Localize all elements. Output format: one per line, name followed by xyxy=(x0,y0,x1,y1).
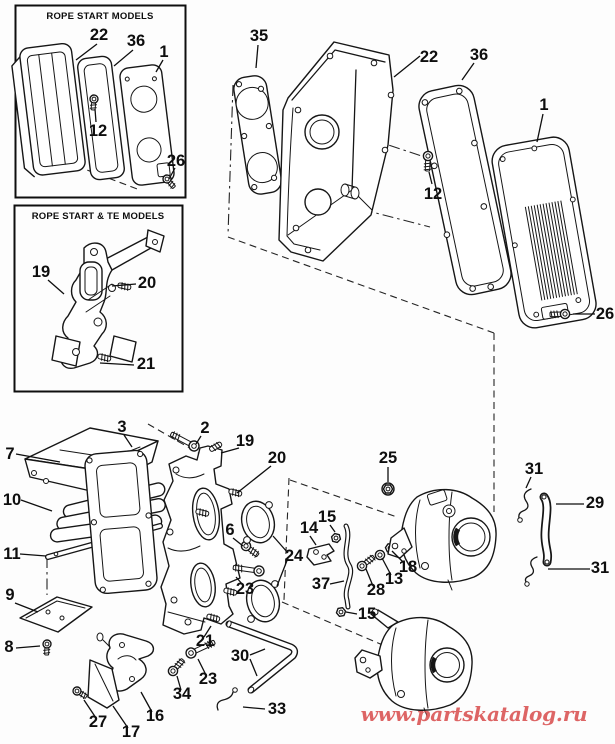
callout-21-main: 21 xyxy=(196,632,214,650)
callout-15-lower: 15 xyxy=(358,605,376,623)
part-gasket-24-lower xyxy=(245,579,281,623)
callout-20-inset: 20 xyxy=(138,274,156,292)
part-clip-31-lower xyxy=(524,556,538,587)
leader-lines xyxy=(14,43,595,729)
bolt-2 xyxy=(167,428,202,454)
callout-8: 8 xyxy=(4,638,13,656)
nut-15-lower xyxy=(335,606,347,618)
stud-20-inset xyxy=(116,281,132,292)
part-gasket-plate-3 xyxy=(84,449,158,595)
part-gasket-36 xyxy=(418,84,512,296)
callout-36-inset: 36 xyxy=(127,32,145,50)
callout-31-upper: 31 xyxy=(525,460,543,478)
callout-12-main: 12 xyxy=(424,185,442,203)
part-clamp-16 xyxy=(96,632,155,692)
callout-19-inset: 19 xyxy=(32,263,50,281)
part-nut-25 xyxy=(381,482,395,496)
callout-30: 30 xyxy=(231,647,249,665)
callout-33: 33 xyxy=(268,700,286,718)
callout-1-inset: 1 xyxy=(159,43,168,61)
callout-23-lower: 23 xyxy=(199,670,217,688)
callout-12-inset: 12 xyxy=(89,122,107,140)
screw-8 xyxy=(41,639,52,656)
callout-15-upper: 15 xyxy=(318,508,336,526)
inset2-title: ROPE START & TE MODELS xyxy=(32,211,164,222)
callout-14: 14 xyxy=(300,519,319,537)
callout-19-main: 19 xyxy=(236,432,254,450)
nut-15-upper xyxy=(329,532,343,544)
callout-22-inset: 22 xyxy=(90,26,108,44)
part-washer-13 xyxy=(374,549,386,561)
callout-11: 11 xyxy=(3,545,20,563)
part-link-29 xyxy=(539,492,553,567)
part-carburetor-upper xyxy=(387,488,497,591)
callout-17: 17 xyxy=(122,723,140,741)
part-clip-31-upper xyxy=(517,488,532,523)
callout-7: 7 xyxy=(5,445,14,463)
callout-31-lower: 31 xyxy=(591,559,609,577)
part-clip-33 xyxy=(216,687,238,711)
part-tube-30 xyxy=(225,620,299,694)
part-cover-1 xyxy=(491,136,597,329)
part-bracket-14 xyxy=(306,543,335,566)
callout-26-inset: 26 xyxy=(167,152,185,170)
callout-labels: 22 36 1 12 26 19 20 21 35 22 36 1 12 26 … xyxy=(3,26,614,741)
inset1-border xyxy=(14,4,187,199)
callout-27: 27 xyxy=(89,713,107,731)
callout-22-main: 22 xyxy=(420,48,438,66)
part-air-box-base xyxy=(11,42,86,178)
part-gasket-inset xyxy=(77,55,125,181)
part-carburetor-lower xyxy=(354,608,473,717)
callout-9: 9 xyxy=(5,586,14,604)
callout-26-main: 26 xyxy=(596,305,614,323)
watermark: www.partskatalog.ru xyxy=(361,702,588,726)
part-plate-9 xyxy=(19,596,93,633)
callout-6: 6 xyxy=(225,521,234,539)
callout-20-main: 20 xyxy=(268,449,286,467)
callout-23-upper: 23 xyxy=(236,580,254,598)
part-bracket-inset xyxy=(51,229,165,369)
inset-rope-start-te-models xyxy=(13,204,184,393)
callout-29: 29 xyxy=(586,494,604,512)
cover-grille xyxy=(524,200,578,301)
inset1-title: ROPE START MODELS xyxy=(46,11,153,22)
callout-3: 3 xyxy=(117,418,126,436)
bolt-34 xyxy=(165,656,188,679)
inset2-border xyxy=(13,204,184,393)
part-manifold-22 xyxy=(278,41,395,262)
stud-21-inset xyxy=(96,352,112,363)
part-cover-inset xyxy=(119,64,175,186)
part-gasket-35 xyxy=(233,75,283,195)
callout-10: 10 xyxy=(3,491,21,509)
callout-16: 16 xyxy=(146,707,164,725)
callout-25: 25 xyxy=(379,449,397,467)
screw-26-inset xyxy=(160,172,178,191)
bolt-27 xyxy=(70,684,90,701)
part-link-rod-37 xyxy=(343,523,354,610)
part-plate-17 xyxy=(87,659,120,709)
callout-21-inset: 21 xyxy=(137,355,155,373)
part-gasket-24-upper xyxy=(240,500,276,544)
callout-36-main: 36 xyxy=(470,46,488,64)
callout-13: 13 xyxy=(385,570,403,588)
callout-28: 28 xyxy=(367,581,385,599)
inset-rope-start-models xyxy=(11,4,187,199)
callout-34: 34 xyxy=(173,685,192,703)
callout-37: 37 xyxy=(312,575,330,593)
callout-35: 35 xyxy=(250,27,268,45)
callout-2: 2 xyxy=(200,419,209,437)
callout-24: 24 xyxy=(285,547,304,565)
callout-18: 18 xyxy=(399,558,417,576)
part-intake-casting xyxy=(160,440,243,635)
callout-1-main: 1 xyxy=(539,96,548,114)
